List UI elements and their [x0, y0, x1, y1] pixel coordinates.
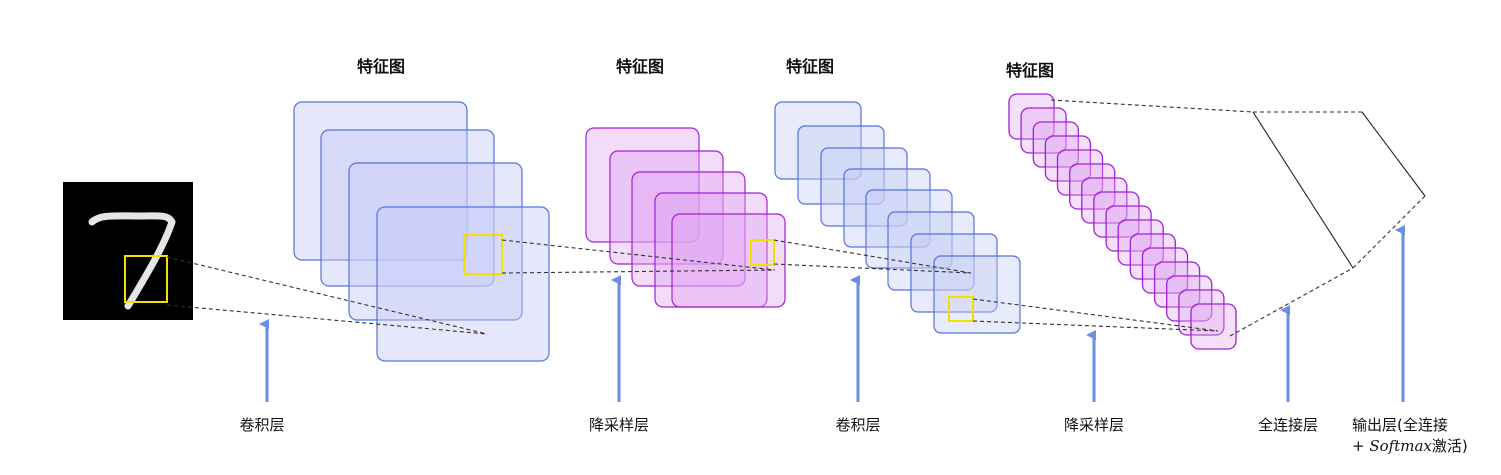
label-output-layer-line1: 输出层(全连接: [1352, 416, 1448, 434]
label-pool-layer-1: 降采样层: [589, 416, 649, 434]
feature-map: [910, 233, 998, 313]
feature-map: [1153, 261, 1201, 308]
feature-map: [1141, 247, 1189, 294]
feature-map: [609, 150, 724, 265]
receptive-field-box: [124, 255, 168, 303]
receptive-field-box: [463, 234, 503, 275]
feature-map: [1166, 275, 1213, 322]
label-pool-layer-2: 降采样层: [1064, 416, 1124, 434]
label-conv-layer-1: 卷积层: [239, 416, 284, 434]
feature-map-group-2: [585, 127, 786, 308]
output-softmax: Softmax: [1369, 437, 1432, 455]
feature-map: [774, 101, 862, 180]
feature-map: [1117, 219, 1164, 266]
feature-map: [293, 101, 468, 261]
feature-map-group-4: [1008, 93, 1237, 350]
label-conv-layer-2: 卷积层: [835, 416, 880, 434]
feature-map: [631, 171, 746, 287]
feature-map: [1044, 135, 1092, 182]
feature-map: [1032, 121, 1079, 168]
feature-map: [1008, 93, 1055, 140]
feature-map: [1056, 149, 1104, 196]
output-plus: +: [1352, 437, 1369, 455]
feature-map: [1105, 205, 1152, 252]
digit-seven-stroke: [88, 212, 176, 310]
feature-map: [1020, 107, 1067, 154]
feature-map: [376, 206, 550, 362]
receptive-field-box: [948, 296, 974, 322]
receptive-field-box: [750, 239, 775, 266]
feature-map-group-1: [293, 101, 550, 362]
feature-map: [1178, 289, 1225, 336]
feature-map: [671, 213, 786, 308]
feature-map: [820, 147, 908, 227]
feature-map: [933, 255, 1021, 334]
feature-map: [797, 125, 885, 205]
feature-map: [585, 127, 700, 243]
feature-map: [1129, 233, 1176, 280]
feature-map-title-3: 特征图: [786, 57, 834, 76]
feature-map: [348, 162, 523, 321]
feature-map-title-2: 特征图: [616, 57, 664, 76]
label-output-layer-line2: + Softmax激活): [1352, 437, 1468, 455]
feature-map: [320, 129, 495, 287]
label-fc-layer: 全连接层: [1258, 416, 1318, 434]
feature-map-group-3: [774, 101, 1021, 334]
input-image: [63, 182, 193, 320]
feature-map: [1093, 191, 1140, 238]
feature-map: [1069, 163, 1116, 210]
feature-map-title-1: 特征图: [357, 57, 405, 76]
projection-lines: [166, 99, 1426, 337]
feature-map: [1190, 303, 1237, 350]
fc-connection-lines: [1252, 111, 1426, 269]
feature-map-title-4: 特征图: [1006, 61, 1054, 80]
output-activation: 激活): [1432, 437, 1468, 455]
layer-arrows: [259, 225, 1405, 402]
feature-map: [1081, 177, 1128, 224]
